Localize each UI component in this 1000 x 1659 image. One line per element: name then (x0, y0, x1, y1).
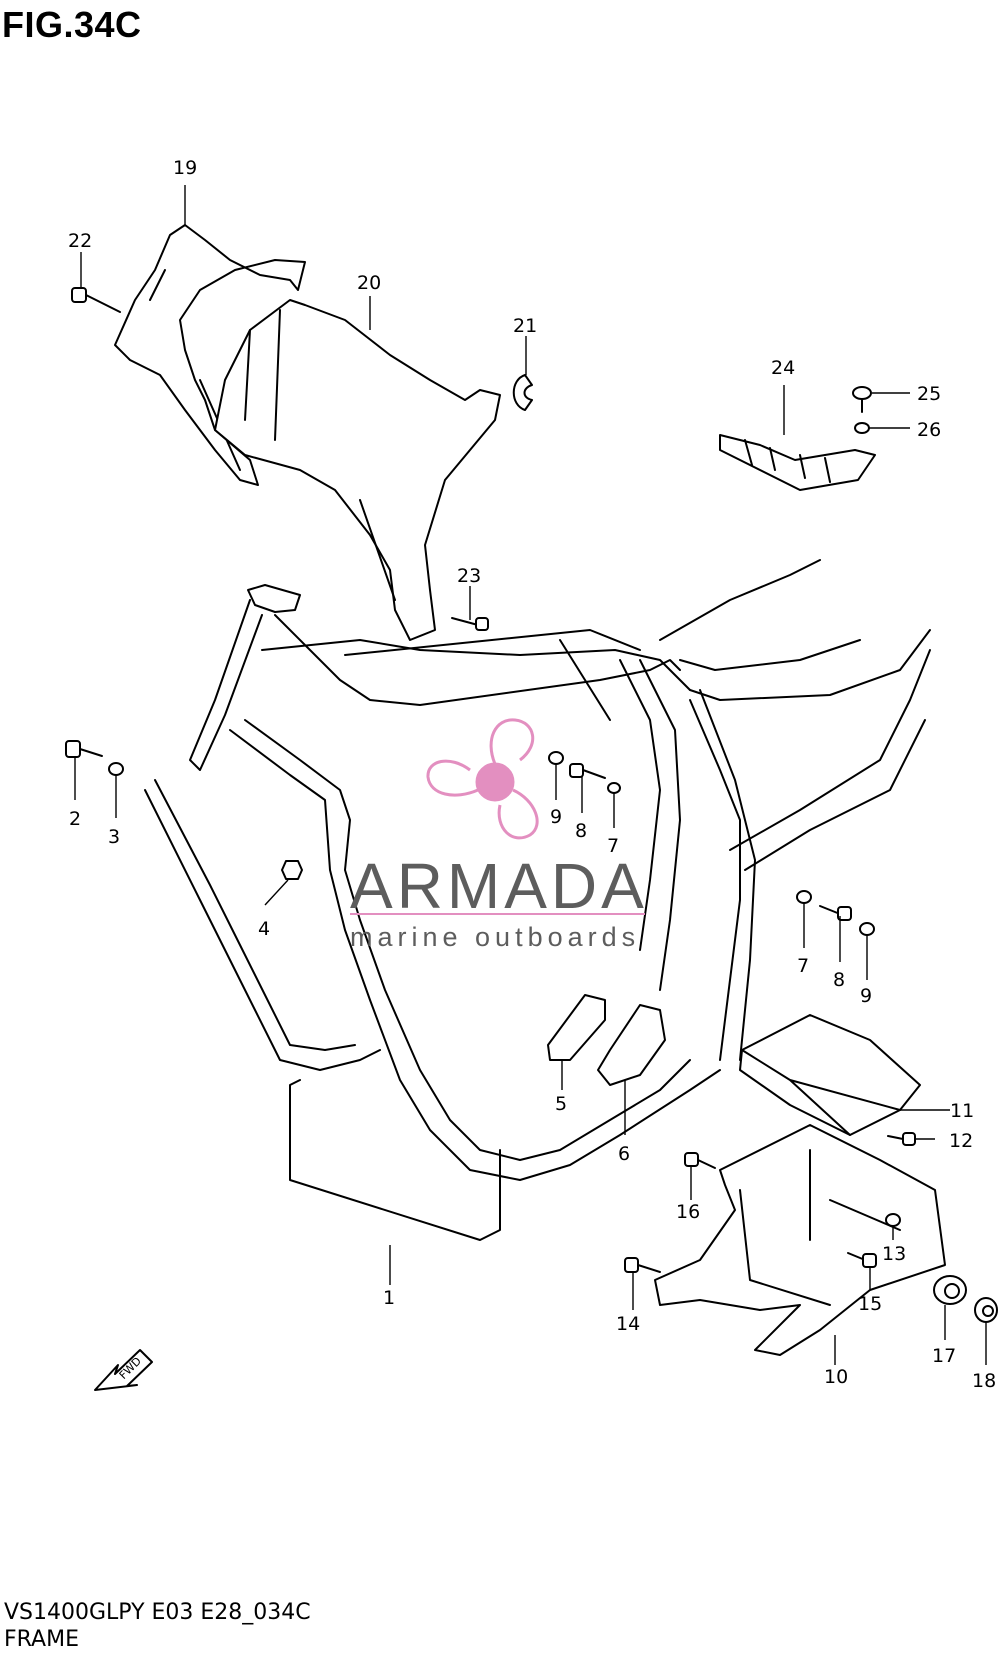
callout-14: 14 (616, 1313, 640, 1335)
bracket-24 (719, 434, 876, 491)
screw-25 (852, 386, 872, 413)
callout-1: 1 (383, 1287, 395, 1309)
bolt-8a (569, 763, 606, 779)
callout-26: 26 (917, 419, 941, 441)
nut-26 (854, 422, 870, 434)
bracket-6 (597, 1004, 666, 1086)
cushion-18 (974, 1297, 998, 1323)
callout-9a: 9 (550, 806, 562, 828)
callout-10: 10 (824, 1366, 848, 1388)
callout-7b: 7 (797, 955, 809, 977)
callout-24: 24 (771, 357, 795, 379)
clip-21 (512, 374, 533, 411)
bolt-23 (451, 617, 489, 631)
callout-4: 4 (258, 918, 270, 940)
callout-18: 18 (972, 1370, 996, 1392)
bolt-8b (819, 905, 852, 921)
cushion-17 (933, 1275, 967, 1305)
callout-16: 16 (676, 1201, 700, 1223)
figure-title: FIG.34C (2, 4, 142, 45)
washer-7a (607, 782, 621, 794)
battery-holder-10 (654, 1124, 946, 1356)
watermark: ARMADA marine outboards (350, 718, 648, 952)
callout-9b: 9 (860, 985, 872, 1007)
callout-22: 22 (68, 230, 92, 252)
callout-8a: 8 (575, 820, 587, 842)
callout-11: 11 (950, 1100, 974, 1122)
callout-21: 21 (513, 315, 537, 337)
washer-3 (108, 762, 124, 776)
washer-7b (796, 890, 812, 904)
callout-25: 25 (917, 383, 941, 405)
callout-12: 12 (949, 1130, 973, 1152)
bolt-22 (71, 287, 121, 313)
fwd-arrow-icon (94, 1349, 153, 1391)
callout-15: 15 (858, 1293, 882, 1315)
callout-7a: 7 (607, 835, 619, 857)
leader-lines (74, 185, 987, 1365)
callout-23: 23 (457, 565, 481, 587)
callout-6: 6 (618, 1143, 630, 1165)
nut-4 (281, 860, 303, 880)
watermark-tagline: marine outboards (350, 922, 640, 952)
callout-19: 19 (173, 157, 197, 179)
callout-20: 20 (357, 272, 381, 294)
section-name: FRAME (4, 1627, 79, 1652)
nut-9b (859, 922, 875, 936)
callout-2: 2 (69, 808, 81, 830)
frame-cover-20 (214, 299, 501, 641)
nut-9a (548, 751, 564, 765)
bracket-5 (547, 994, 606, 1061)
callout-13: 13 (882, 1243, 906, 1265)
watermark-brand: ARMADA (350, 850, 648, 922)
bolt-14 (624, 1257, 661, 1273)
main-frame-1 (144, 559, 931, 1241)
armada-logo-icon (426, 718, 539, 840)
bolt-12 (887, 1132, 916, 1146)
callout-3: 3 (108, 826, 120, 848)
callout-8b: 8 (833, 969, 845, 991)
battery-cover-11 (739, 1014, 921, 1136)
model-code: VS1400GLPY E03 E28_034C (4, 1600, 311, 1625)
bolt-2 (65, 740, 103, 758)
bolt-13 (885, 1213, 901, 1227)
bolt-16 (684, 1152, 716, 1169)
callout-5: 5 (555, 1093, 567, 1115)
callout-17: 17 (932, 1345, 956, 1367)
